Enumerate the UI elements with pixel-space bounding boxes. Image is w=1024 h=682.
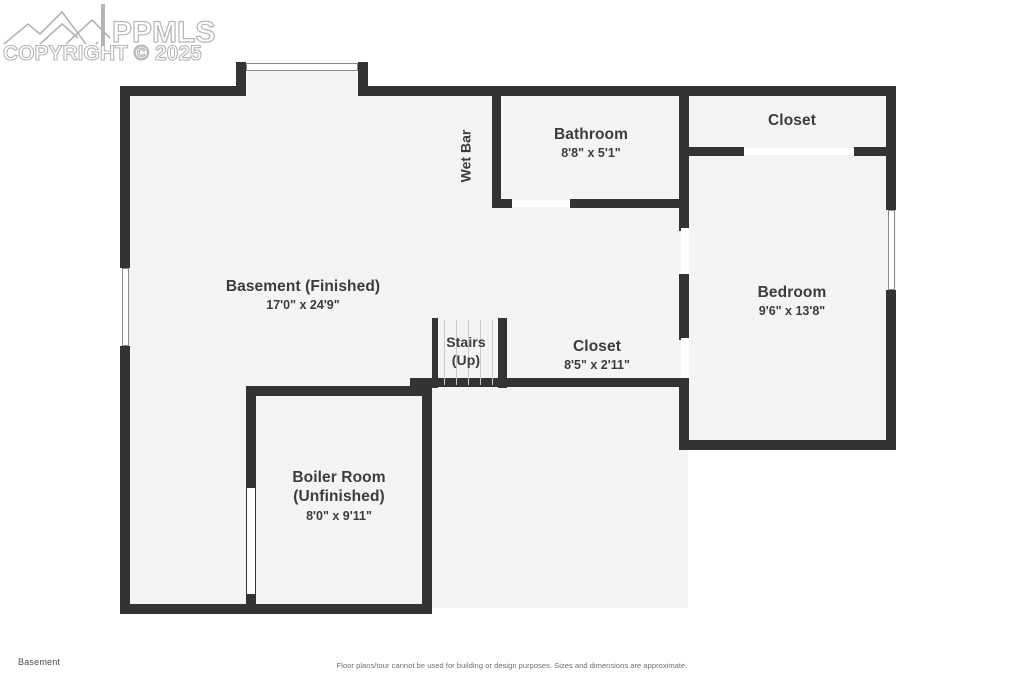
wall-bathroom-bottom-right <box>570 199 689 208</box>
wall-exterior-lower-right <box>422 386 432 614</box>
wall-closet-mid-left <box>498 318 507 388</box>
stair-tread-line <box>456 320 457 385</box>
door-closet-mid-right <box>681 338 689 380</box>
room-name-stairs: Stairs <box>446 334 486 350</box>
room-name-boiler: Boiler Room <box>292 469 386 486</box>
ppmls-watermark: PPMLS COPYRIGHT © 2025 <box>0 0 215 62</box>
wall-bay-right-jamb <box>358 62 368 96</box>
wall-bedroom-left-upper <box>679 86 689 231</box>
room-fill-bedroom-wing <box>688 92 896 450</box>
stair-tread-line <box>468 320 469 385</box>
room-dims-bedroom: 9'6" x 13'8" <box>758 304 826 319</box>
room-dims-bathroom: 8'8" x 5'1" <box>561 146 621 161</box>
window-bedroom-right <box>888 210 895 290</box>
room-fill-top-bay <box>236 68 368 94</box>
room-name-bathroom: Bathroom <box>554 126 628 143</box>
room-label-wet-bar: Wet Bar <box>452 108 478 204</box>
window-left-wall <box>122 268 129 346</box>
ppmls-logo-svg: PPMLS COPYRIGHT © 2025 <box>2 4 215 62</box>
door-bathroom <box>512 200 570 207</box>
door-bedroom-upper <box>681 228 689 276</box>
wall-closet-top-bottom-left <box>688 147 744 156</box>
wall-basement-bottom-step <box>246 386 432 396</box>
wall-exterior-left-upper <box>120 86 130 268</box>
door-boiler-room <box>247 488 255 594</box>
room-dims-closet-mid: 8'5" x 2'11" <box>564 358 630 373</box>
room-fill-basement <box>128 92 688 608</box>
wall-bathroom-bottom-left <box>492 199 512 208</box>
wall-bay-left-jamb <box>236 62 246 96</box>
room-name-basement: Basement (Finished) <box>225 278 381 295</box>
door-closet-top <box>744 148 854 155</box>
room-name-wet-bar: Wet Bar <box>457 129 473 183</box>
wall-stairs-left <box>432 318 438 388</box>
room-name-bedroom: Bedroom <box>757 284 827 301</box>
room-dims-boiler: 8'0" x 9'11" <box>306 508 372 523</box>
disclaimer-text: Floor plans/tour cannot be used for buil… <box>336 661 688 670</box>
brand-text: PPMLS <box>112 16 215 49</box>
room-dims-stairs: (Up) <box>451 351 481 368</box>
wall-exterior-top-left <box>120 86 236 96</box>
wall-bedroom-right-lower <box>886 290 896 450</box>
room-label-bedroom: Bedroom 9'6" x 13'8" <box>700 283 884 320</box>
room-name-closet-top: Closet <box>768 112 816 129</box>
wall-exterior-left-lower <box>120 346 130 614</box>
wall-exterior-bottom <box>120 604 432 614</box>
room-label-closet-top: Closet <box>700 111 884 130</box>
wall-bathroom-left <box>492 86 501 208</box>
room-label-closet-mid: Closet 8'5" x 2'11" <box>508 337 686 374</box>
floor-level-label: Basement <box>18 657 61 667</box>
room-sub-boiler: (Unfinished) <box>293 488 385 506</box>
room-label-boiler-room: Boiler Room (Unfinished) 8'0" x 9'11" <box>256 468 422 524</box>
stair-tread-line <box>444 320 445 385</box>
room-label-stairs: Stairs (Up) <box>434 334 498 369</box>
window-top-bay <box>246 63 358 71</box>
wall-basement-bottom-right <box>410 378 688 387</box>
room-dims-basement: 17'0" x 24'9" <box>266 298 340 313</box>
wall-closet-top-bottom-right <box>854 147 896 156</box>
stair-tread-line <box>492 320 493 385</box>
room-label-bathroom: Bathroom 8'8" x 5'1" <box>500 125 682 162</box>
copyright-text: COPYRIGHT © 2025 <box>3 42 202 62</box>
stair-tread-line <box>480 320 481 385</box>
wall-bedroom-left-mid <box>679 274 689 340</box>
room-label-basement: Basement (Finished) 17'0" x 24'9" <box>208 277 398 314</box>
wall-exterior-top-right <box>368 86 896 96</box>
room-name-closet-mid: Closet <box>573 338 621 355</box>
wall-bedroom-bottom <box>688 440 896 450</box>
wall-bedroom-left-lower <box>679 378 689 450</box>
